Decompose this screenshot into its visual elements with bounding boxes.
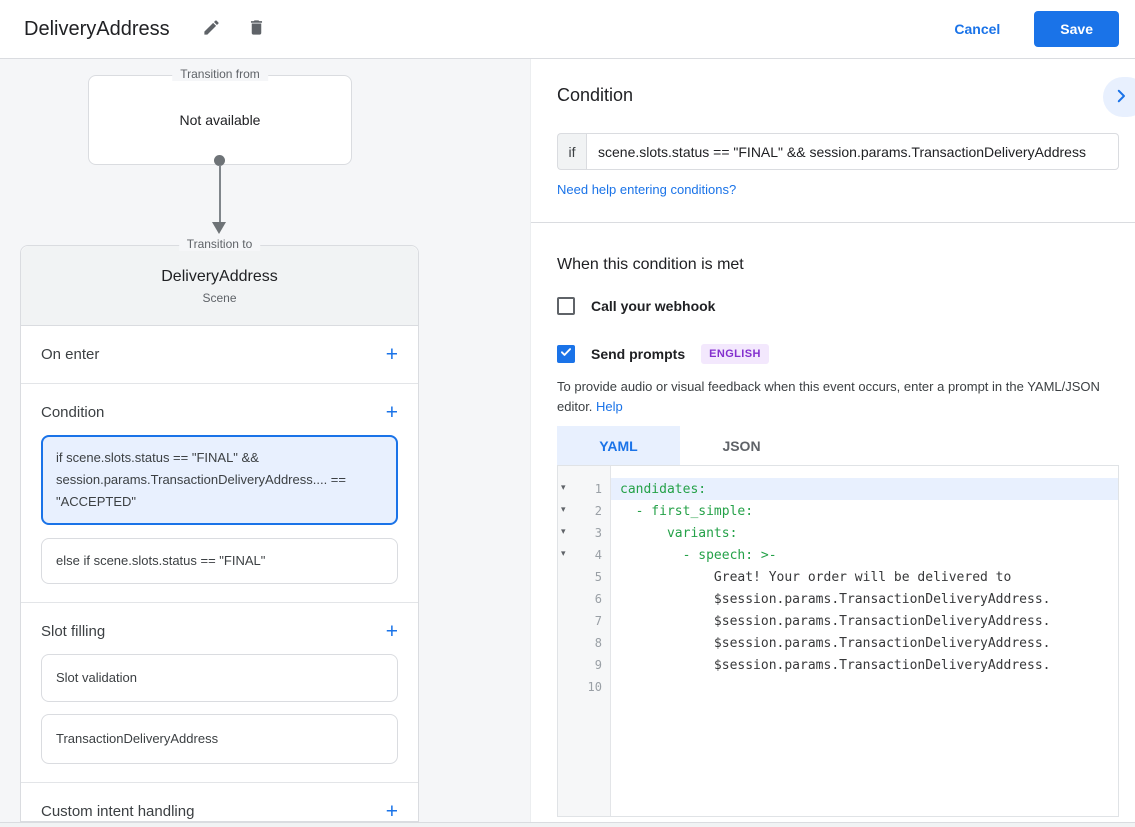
connector-dot [214, 155, 225, 166]
code-line[interactable]: ▾ 4 - speech: >- [558, 544, 1118, 566]
yaml-code-editor[interactable]: ▾ 1 candidates: ▾ 2 - first_simple: ▾ 3 var… [557, 465, 1119, 817]
add-custom-intent-button[interactable]: + [385, 799, 398, 823]
condition-expression-row: if scene.slots.status == "FINAL" && sess… [557, 133, 1119, 170]
when-met-title: When this condition is met [557, 256, 744, 273]
on-enter-title: On enter [41, 346, 100, 363]
line-number: 10 [587, 680, 602, 694]
tab-json[interactable]: JSON [722, 437, 761, 454]
code-line[interactable]: 8 $session.params.TransactionDeliveryAdd… [558, 632, 1118, 654]
condition-section-title: Condition [41, 404, 105, 421]
code-line[interactable]: 5 Great! Your order will be delivered to [558, 566, 1118, 588]
line-number: 5 [594, 570, 602, 584]
section-on-enter: On enter + [21, 326, 418, 384]
top-bar: DeliveryAddress Cancel Save [0, 0, 1135, 59]
line-number: 3 [594, 526, 602, 540]
line-number: 4 [594, 548, 602, 562]
delete-scene-button[interactable] [241, 12, 272, 46]
condition-detail-panel: Condition if scene.slots.status == "FINA… [530, 59, 1135, 822]
condition-editor-section: Condition if scene.slots.status == "FINA… [531, 59, 1135, 222]
transition-from-box[interactable]: Transition from Not available [88, 67, 352, 165]
add-condition-button[interactable]: + [385, 400, 398, 424]
code-text [611, 676, 1118, 698]
if-prefix-label: if [557, 133, 586, 170]
code-line[interactable]: 10 [558, 676, 1118, 698]
page-title: DeliveryAddress [24, 17, 170, 40]
condition-card-else[interactable]: else if scene.slots.status == "FINAL" [41, 538, 398, 584]
code-text: Great! Your order will be delivered to [620, 569, 1012, 585]
webhook-label: Call your webhook [591, 298, 716, 314]
send-prompts-label: Send prompts [591, 346, 686, 362]
connector-arrowhead-icon [212, 222, 226, 234]
flow-diagram-area: Transition from Not available Transition… [0, 59, 530, 822]
condition-expression-input[interactable]: scene.slots.status == "FINAL" && session… [586, 133, 1119, 170]
check-icon [559, 345, 573, 364]
code-line[interactable]: ▾ 3 variants: [558, 522, 1118, 544]
editor-tabs: YAML JSON [557, 426, 1119, 465]
scene-subtitle: Scene [202, 291, 237, 305]
send-prompts-row: Send prompts ENGLISH [557, 344, 1119, 364]
code-text: $session.params.TransactionDeliveryAddre… [620, 591, 1051, 607]
when-condition-met-section: When this condition is met Call your web… [531, 223, 1135, 817]
rename-scene-button[interactable] [196, 12, 227, 46]
panel-divider [531, 222, 1135, 223]
fold-arrow-icon[interactable]: ▾ [561, 482, 566, 492]
add-on-enter-button[interactable]: + [385, 342, 398, 366]
bottom-edge-strip [0, 822, 1135, 827]
slot-filling-title: Slot filling [41, 623, 106, 640]
code-line[interactable]: 7 $session.params.TransactionDeliveryAdd… [558, 610, 1118, 632]
tab-yaml[interactable]: YAML [557, 426, 680, 465]
code-line[interactable]: ▾ 1 candidates: [558, 478, 1118, 500]
chevron-right-icon [1112, 87, 1130, 108]
connector-line [218, 165, 221, 223]
scene-name: DeliveryAddress [161, 268, 278, 285]
help-link[interactable]: Help [596, 399, 623, 414]
send-prompts-checkbox[interactable] [557, 345, 575, 363]
code-text: candidates: [611, 478, 1118, 500]
editor-gutter [558, 466, 611, 816]
cancel-button[interactable]: Cancel [954, 21, 1001, 37]
scene-card-header: DeliveryAddress Scene [21, 246, 418, 326]
fold-arrow-icon[interactable]: ▾ [561, 504, 566, 514]
code-line[interactable]: ▾ 2 - first_simple: [558, 500, 1118, 522]
code-text: - speech: >- [620, 547, 777, 563]
trash-icon [247, 18, 266, 40]
section-condition: Condition + if scene.slots.status == "FI… [21, 384, 418, 603]
code-text: $session.params.TransactionDeliveryAddre… [620, 613, 1051, 629]
condition-panel-title: Condition [557, 85, 634, 105]
section-slot-filling: Slot filling + Slot validation Transacti… [21, 603, 418, 783]
section-custom-intent: Custom intent handling + [21, 783, 418, 827]
scene-card: Transition to DeliveryAddress Scene On e… [20, 237, 419, 822]
condition-card-selected[interactable]: if scene.slots.status == "FINAL" && sess… [41, 435, 398, 525]
prompts-description: To provide audio or visual feedback when… [557, 377, 1119, 417]
line-number: 8 [594, 636, 602, 650]
fold-arrow-icon[interactable]: ▾ [561, 548, 566, 558]
code-text: $session.params.TransactionDeliveryAddre… [620, 657, 1051, 673]
line-number: 2 [594, 504, 602, 518]
transition-from-label: Transition from [172, 67, 268, 81]
line-number: 1 [594, 482, 602, 496]
code-line[interactable]: 6 $session.params.TransactionDeliveryAdd… [558, 588, 1118, 610]
fold-arrow-icon[interactable]: ▾ [561, 526, 566, 536]
custom-intent-title: Custom intent handling [41, 803, 195, 820]
collapse-panel-button[interactable] [1103, 77, 1135, 117]
save-button[interactable]: Save [1034, 11, 1119, 47]
code-text: variants: [620, 525, 738, 541]
line-number: 6 [594, 592, 602, 606]
language-badge: ENGLISH [701, 344, 769, 364]
code-text: - first_simple: [620, 503, 754, 519]
slot-param-card[interactable]: TransactionDeliveryAddress [41, 714, 398, 764]
line-number: 9 [594, 658, 602, 672]
line-number: 7 [594, 614, 602, 628]
slot-validation-card[interactable]: Slot validation [41, 654, 398, 702]
pencil-icon [202, 18, 221, 40]
code-text: $session.params.TransactionDeliveryAddre… [620, 635, 1051, 651]
transition-from-value: Not available [179, 112, 261, 128]
webhook-checkbox[interactable] [557, 297, 575, 315]
condition-help-link[interactable]: Need help entering conditions? [557, 182, 737, 197]
transition-to-label: Transition to [178, 237, 261, 251]
add-slot-button[interactable]: + [385, 619, 398, 643]
webhook-row: Call your webhook [557, 297, 1119, 315]
code-line[interactable]: 9 $session.params.TransactionDeliveryAdd… [558, 654, 1118, 676]
prompts-description-text: To provide audio or visual feedback when… [557, 379, 1100, 414]
